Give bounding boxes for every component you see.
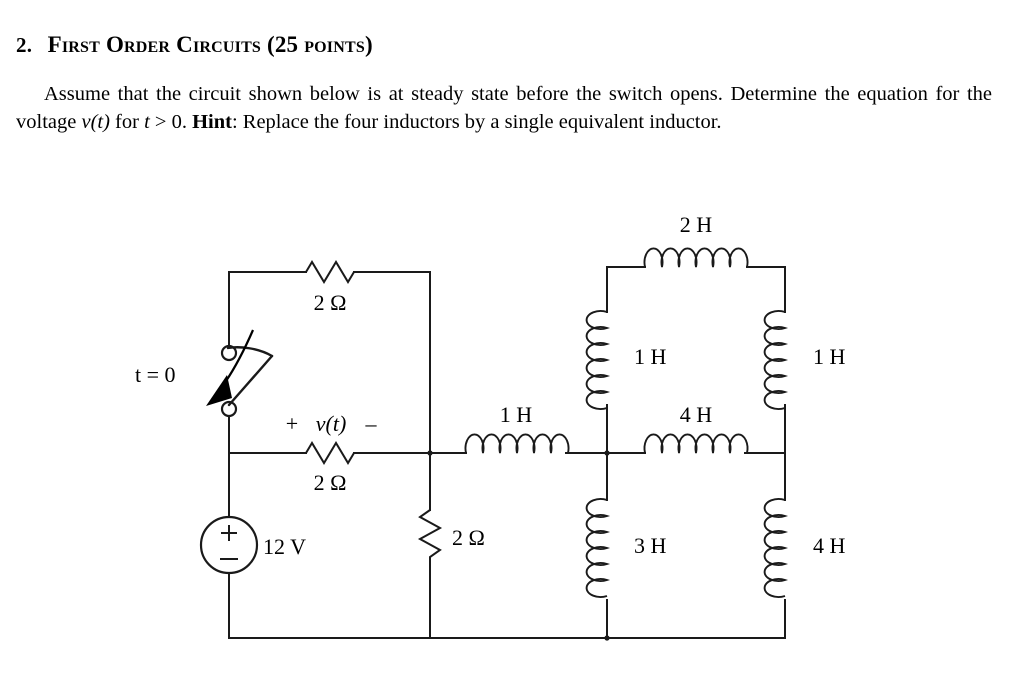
inductor-series-1h-label: 1 H [500,402,533,427]
circuit-diagram: 2 Ω 2 Ω + v(t) – 2 Ω [0,170,1024,697]
problem-title: First Order Circuits (25 points) [47,32,373,57]
statement-part-2: for [109,111,145,134]
inductor-left-1h-label: 1 H [634,344,667,369]
switch-t0[interactable] [206,329,274,418]
inductor-bottom-3h [585,498,611,598]
inductor-right-1h-label: 1 H [813,344,846,369]
switch-terminal-bottom [220,400,238,418]
inductor-series-4h-label: 4 H [680,402,713,427]
inductor-bottom-4h-label: 4 H [813,533,846,558]
statement-part-4: : Replace the four inductors by a single… [231,111,722,134]
statement-part-1: Assume that the circuit shown below is a… [16,83,992,134]
inductor-right-1h [763,310,789,410]
voltage-marker-plus: + [286,411,298,436]
switch-terminal-top [220,344,238,362]
inductor-bottom-4h [763,498,789,598]
inductor-series-1h [464,433,570,454]
voltage-marker-minus: – [365,411,378,436]
inductor-top-2h [643,247,749,268]
voltage-source-label: 12 V [263,534,306,559]
voltage-marker-name: v(t) [316,411,347,436]
junction-dot-center [604,450,610,456]
resistor-shunt-2ohm-label: 2 Ω [452,525,485,550]
inductor-series-4h [643,433,749,454]
page-title: 2. First Order Circuits (25 points) [16,32,373,58]
variable-t: t [144,111,150,134]
voltage-source-12v [199,515,259,575]
junction-dot-bottom [604,635,610,641]
problem-statement: Assume that the circuit shown below is a… [16,80,992,137]
hint-label: Hint [192,111,232,134]
voltage-marker-vt: + v(t) – [286,411,378,436]
resistor-top-2ohm-label: 2 Ω [314,290,347,315]
resistor-shunt-2ohm [417,509,443,568]
switch-direction-arrowhead [206,375,232,406]
problem-number: 2. [16,33,33,57]
inductor-bottom-3h-label: 3 H [634,533,667,558]
inductor-top-2h-label: 2 H [680,212,713,237]
variable-vt: v(t) [81,111,110,134]
switch-label: t = 0 [135,362,176,387]
junction-dot-left [427,450,433,456]
inductor-left-1h [585,310,611,410]
resistor-middle-2ohm [305,441,355,465]
statement-part-3: > 0. [149,111,193,134]
resistor-top-2ohm [305,260,355,284]
wire-top-left-branch [228,271,431,346]
resistor-middle-2ohm-label: 2 Ω [314,470,347,495]
